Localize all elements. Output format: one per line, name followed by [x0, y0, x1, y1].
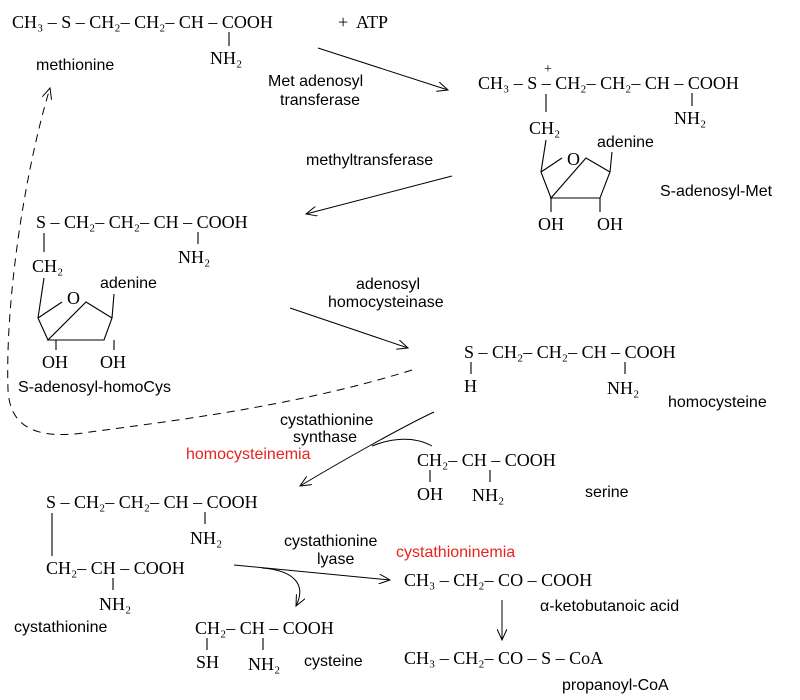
- sah-ring-oxygen: O: [67, 288, 80, 308]
- serine-structure: CH₂– CH – COOH OH NH₂ serine: [417, 450, 629, 505]
- ketobutanoic-label: α-ketobutanoic acid: [540, 598, 679, 615]
- cystathionine-top-chain: S – CH₂– CH₂– CH – COOH: [46, 492, 258, 512]
- sah-ribose-ring: [37, 301, 113, 341]
- atp-label: ATP: [356, 12, 388, 32]
- methionine-amine: NH₂: [210, 48, 242, 68]
- enzyme-met-adenosyl-2: transferase: [280, 92, 360, 109]
- enzyme-cystathionine-synthase-2: synthase: [293, 429, 357, 446]
- enzyme-adenosyl-homocysteinase-2: homocysteinase: [328, 294, 444, 311]
- cystathionine-label: cystathionine: [14, 619, 107, 636]
- sam-ch2-ribose-bond: [540, 139, 547, 173]
- sam-oh2: OH: [597, 214, 623, 234]
- cystathionine-amine1: NH₂: [190, 528, 222, 548]
- disease-cystathioninemia: cystathioninemia: [396, 544, 515, 561]
- sam-ch2: CH₂: [529, 118, 560, 138]
- sam-adenine-bond: [609, 151, 613, 173]
- enzyme-cystathionine-lyase-1: cystathionine: [284, 533, 377, 550]
- sah-oh2: OH: [100, 352, 126, 372]
- sah-chain: S – CH₂– CH₂– CH – COOH: [36, 212, 248, 232]
- cysteine-chain: CH₂– CH – COOH: [195, 618, 334, 638]
- sah-ch2: CH₂: [32, 256, 63, 276]
- homocysteine-structure: S – CH₂– CH₂– CH – COOH H NH₂ homocystei…: [464, 342, 767, 411]
- ketobutanoic-structure: CH₃ – CH₂– CO – COOH α-ketobutanoic acid: [404, 570, 679, 615]
- arrow-cystathionine-to-cysteine: [261, 567, 300, 606]
- sah-adenine: adenine: [100, 275, 157, 292]
- cystathionine-amine2: NH₂: [99, 594, 131, 614]
- arrow-cystathionine-to-keto: [233, 564, 390, 580]
- sah-amine: NH₂: [178, 247, 210, 267]
- sam-adenine: adenine: [597, 134, 654, 151]
- homocysteine-h: H: [464, 376, 477, 396]
- disease-homocysteinemia: homocysteinemia: [186, 446, 311, 463]
- cysteine-structure: CH₂– CH – COOH SH NH₂ cysteine: [195, 618, 363, 674]
- cystathionine-structure: S – CH₂– CH₂– CH – COOH NH₂ CH₂– CH – CO…: [14, 492, 258, 636]
- sah-structure: S – CH₂– CH₂– CH – COOH NH₂ CH₂ O adenin…: [18, 212, 248, 396]
- serine-amine: NH₂: [472, 485, 504, 505]
- serine-label: serine: [585, 484, 629, 501]
- arrow-sam-to-sah: [306, 175, 453, 214]
- cysteine-sh: SH: [196, 652, 219, 672]
- sah-adenine-bond: [111, 293, 115, 319]
- sam-oh1: OH: [538, 214, 564, 234]
- arrow-sah-to-hcy: [289, 307, 408, 348]
- propanoyl-coa-structure: CH₃ – CH₂– CO – S – CoA propanoyl-CoA: [404, 648, 669, 694]
- sah-ch2-ribose-bond: [37, 277, 45, 319]
- homocysteine-chain: S – CH₂– CH₂– CH – COOH: [464, 342, 676, 362]
- arrow-met-to-sam: [317, 47, 448, 90]
- sulfonium-charge: +: [544, 62, 552, 77]
- propanoyl-coa-formula: CH₃ – CH₂– CO – S – CoA: [404, 648, 603, 668]
- enzyme-met-adenosyl-1: Met adenosyl: [268, 73, 363, 90]
- cystathionine-bottom-chain: CH₂– CH – COOH: [46, 558, 185, 578]
- methionine-chain: CH₃ – S – CH₂– CH₂– CH – COOH: [12, 12, 273, 32]
- methionine-label: methionine: [36, 57, 114, 74]
- sah-oh1: OH: [42, 352, 68, 372]
- sam-chain: CH₃ – S – CH₂– CH₂– CH – COOH: [478, 73, 739, 93]
- sam-structure: CH₃ – S – CH₂– CH₂– CH – COOH + NH₂ CH₂ …: [478, 62, 773, 234]
- homocysteine-label: homocysteine: [668, 394, 767, 411]
- plus-sign: +: [338, 12, 348, 32]
- serine-oh: OH: [417, 484, 443, 504]
- enzyme-cystathionine-lyase-2: lyase: [317, 551, 354, 568]
- sam-ring-oxygen: O: [567, 149, 580, 169]
- sam-label: S-adenosyl-Met: [660, 183, 773, 200]
- ketobutanoic-formula: CH₃ – CH₂– CO – COOH: [404, 570, 592, 590]
- cysteine-label: cysteine: [304, 653, 363, 670]
- sam-amine: NH₂: [674, 108, 706, 128]
- sah-label: S-adenosyl-homoCys: [18, 379, 171, 396]
- cysteine-amine: NH₂: [248, 654, 280, 674]
- arrow-hcy-to-cystathionine: [300, 411, 435, 486]
- dashed-remethylation-arrow: [7, 88, 413, 435]
- enzyme-cystathionine-synthase-1: cystathionine: [280, 412, 373, 429]
- enzyme-adenosyl-homocysteinase-1: adenosyl: [356, 276, 420, 293]
- serine-chain: CH₂– CH – COOH: [417, 450, 556, 470]
- enzyme-methyltransferase: methyltransferase: [306, 152, 433, 169]
- homocysteine-amine: NH₂: [607, 378, 639, 398]
- propanoyl-coa-label: propanoyl-CoA: [562, 677, 669, 694]
- serine-entry-curve: [371, 438, 433, 447]
- methionine-structure: CH₃ – S – CH₂– CH₂– CH – COOH + ATP NH₂ …: [12, 12, 388, 74]
